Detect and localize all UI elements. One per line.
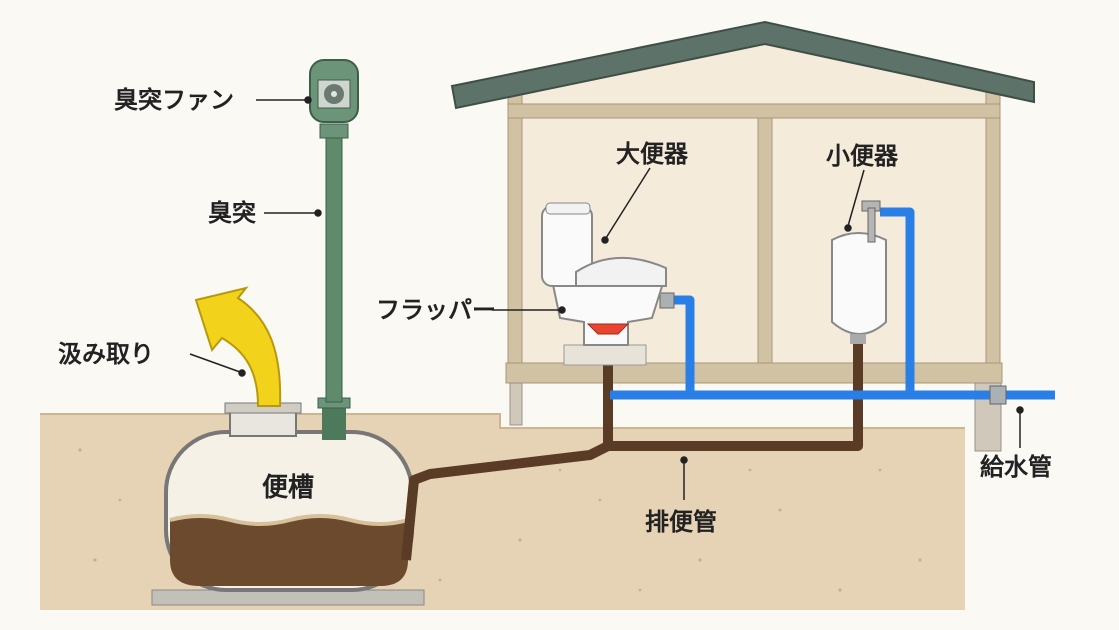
toilet [541, 202, 667, 366]
urinal-label: 小便器 [826, 142, 898, 170]
pump-out-arrow [194, 286, 282, 407]
pump-out-label: 汲み取り [58, 340, 154, 368]
tank-label: 便槽 [262, 473, 315, 503]
vent-fan-label: 臭突ファン [114, 86, 234, 114]
vent-pipe-label: 臭突 [208, 199, 256, 227]
drain-pipe-label: 排便管 [645, 508, 717, 536]
vent-fan [309, 59, 359, 123]
drain-pipe [401, 338, 863, 561]
flapper-label: フラッパー [376, 296, 496, 324]
water-supply-pipe [610, 207, 1055, 405]
vent-pipe [317, 123, 351, 440]
toilet-label: 大便器 [616, 140, 688, 168]
leader-lines [189, 96, 1024, 500]
flapper [586, 323, 630, 335]
water-pipe-label: 給水管 [980, 453, 1052, 481]
urinal [831, 200, 887, 344]
house [450, 20, 1035, 452]
